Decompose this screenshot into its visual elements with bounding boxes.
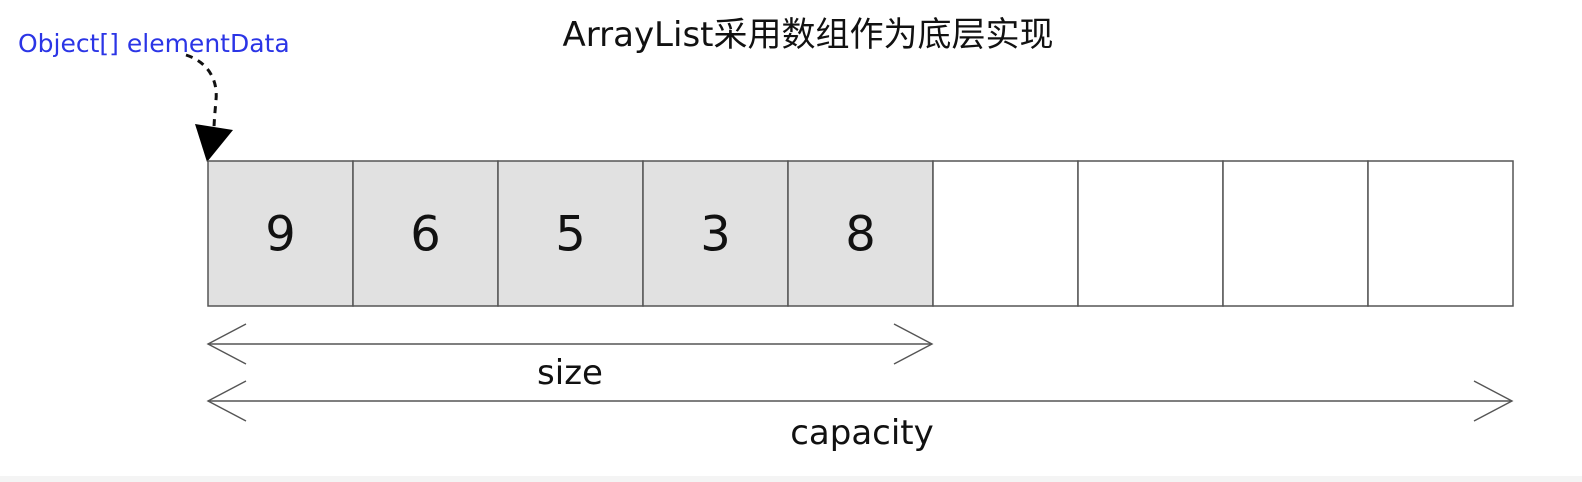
capacity-label: capacity — [790, 413, 934, 453]
size-dimension: size — [206, 323, 934, 393]
size-right-arrow-icon — [893, 323, 934, 365]
array-cell-value: 6 — [410, 207, 441, 263]
element-data-pointer-arrow — [185, 53, 218, 131]
array-cell-filled — [497, 160, 644, 307]
array-cell-value: 3 — [700, 207, 731, 263]
array-cell-filled — [207, 160, 354, 307]
array-cell-empty — [1367, 160, 1514, 307]
bottom-divider — [0, 476, 1582, 482]
array-cell-value: 9 — [265, 207, 296, 263]
pointer-arrowhead-icon — [195, 124, 233, 162]
array-cell-filled — [352, 160, 499, 307]
capacity-dimension: capacity — [206, 380, 1514, 453]
diagram-title: ArrayList采用数组作为底层实现 — [562, 15, 1053, 55]
element-data-pointer-label: Object[] elementData — [18, 29, 290, 58]
array-cell-filled — [642, 160, 789, 307]
array-cell-empty — [932, 160, 1079, 307]
capacity-right-arrow-icon — [1473, 380, 1514, 422]
array-cell-filled — [787, 160, 934, 307]
array-cell-empty — [1222, 160, 1369, 307]
array-cells: 9 6 5 3 8 — [207, 160, 1514, 307]
array-cell-empty — [1077, 160, 1224, 307]
size-label: size — [537, 353, 603, 393]
capacity-left-arrow-icon — [206, 380, 247, 422]
size-left-arrow-icon — [206, 323, 247, 365]
array-cell-value: 8 — [845, 207, 876, 263]
array-cell-value: 5 — [555, 207, 586, 263]
